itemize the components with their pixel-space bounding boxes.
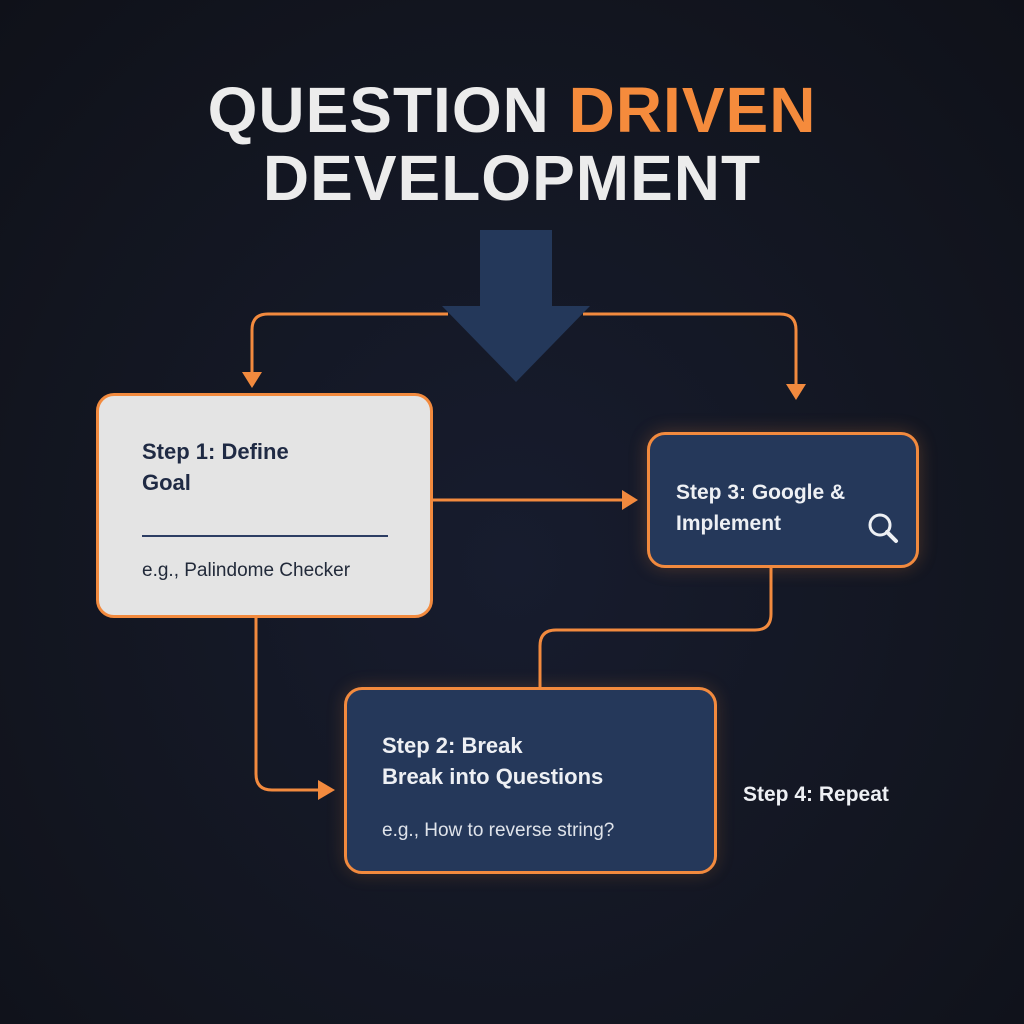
connector-step1-step2	[254, 618, 320, 792]
step3-title-line1: Step 3: Google &	[676, 481, 846, 504]
arrowhead-icon	[622, 490, 638, 510]
title-line-1: QUESTION DRIVEN	[0, 78, 1024, 142]
title-line-2: DEVELOPMENT	[262, 142, 762, 214]
step1-title-line1: Step 1: Define	[142, 439, 289, 464]
title-accent: DRIVEN	[568, 74, 817, 146]
step2-title-line1: Step 2: Break	[382, 733, 523, 758]
step2-example: e.g., How to reverse string?	[382, 820, 615, 841]
divider	[142, 535, 388, 537]
step3-title-line2: Implement	[676, 512, 782, 535]
title-plain: QUESTION	[207, 74, 550, 146]
arrowhead-icon	[318, 780, 335, 800]
search-icon	[868, 513, 898, 543]
step2-title-line2: Break into Questions	[382, 764, 604, 789]
step3-title: Step 3: Google & Implement	[676, 477, 845, 539]
step3-box: Step 3: Google & Implement	[647, 432, 919, 568]
connector-step3-step2	[538, 568, 773, 687]
step1-example: e.g., Palindome Checker	[142, 560, 351, 581]
arrowhead-icon	[786, 384, 806, 400]
big-down-arrow-icon	[442, 230, 590, 382]
step1-title-line2: Goal	[142, 470, 191, 495]
connector-top-right	[583, 312, 798, 386]
step4-label: Step 4: Repeat	[743, 783, 889, 806]
connector-top-left	[250, 312, 448, 374]
arrowhead-icon	[242, 372, 262, 388]
